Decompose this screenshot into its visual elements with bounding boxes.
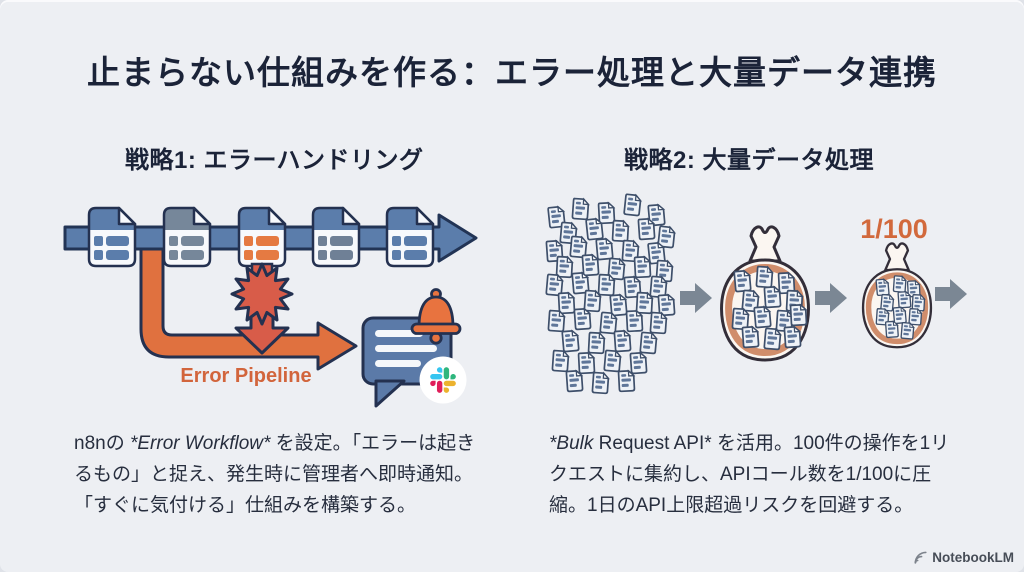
desc-emphasis: *Bulk [549, 433, 594, 454]
workflow-document-node-icon [162, 206, 212, 268]
notification-bell-icon [410, 288, 462, 345]
desc-text: Request API* [593, 433, 717, 454]
watermark-label: NotebookLM [932, 550, 1014, 565]
ratio-label: 1/100 [860, 214, 928, 244]
section-header-bulk-data: 戦略2: 大量データ処理 [624, 147, 875, 174]
desc-emphasis: *Error Workflow* [129, 433, 271, 454]
notebooklm-watermark: NotebookLM [913, 550, 1014, 565]
workflow-document-node-icon [311, 206, 361, 268]
page-title: 止まらない仕組みを作る：エラー処理と大量データ連携 [87, 54, 937, 91]
workflow-document-node-icon [87, 206, 137, 268]
notebooklm-logo-icon [914, 551, 927, 564]
flow-arrow-icon [815, 283, 847, 313]
desc-text: を活用。100件の操作を1リクエストに集約し、APIコール数を1/100に圧縮。… [549, 433, 950, 516]
error-handling-description: n8nの *Error Workflow* を設定。「エラーは起きるもの」と捉え… [74, 428, 484, 521]
bulk-bag-icon [720, 225, 810, 362]
error-burst-icon [230, 262, 294, 326]
error-handling-diagram [63, 206, 478, 408]
error-pipeline-arrow-icon [139, 240, 358, 371]
workflow-document-nodes [87, 206, 435, 268]
workflow-document-node-icon [385, 206, 435, 268]
section-header-error-handling: 戦略1: エラーハンドリング [125, 147, 424, 174]
flow-arrow-icon [935, 279, 967, 309]
bulk-data-description: *Bulk Request API* を活用。100件の操作を1リクエストに集約… [549, 428, 964, 521]
desc-text: を設定。「エラーは起きるもの」と捉え、発生時に管理者へ即時通知。「すぐに気付ける… [74, 433, 476, 516]
document-cluster-icon [545, 193, 676, 395]
compressed-bag-icon [861, 242, 933, 349]
workflow-document-node-icon [237, 206, 287, 268]
error-pipeline-label: Error Pipeline [180, 365, 312, 387]
slack-icon [419, 356, 467, 404]
bulk-data-diagram [545, 193, 967, 395]
desc-text: n8nの [74, 433, 130, 454]
flow-arrow-icon [680, 283, 712, 313]
